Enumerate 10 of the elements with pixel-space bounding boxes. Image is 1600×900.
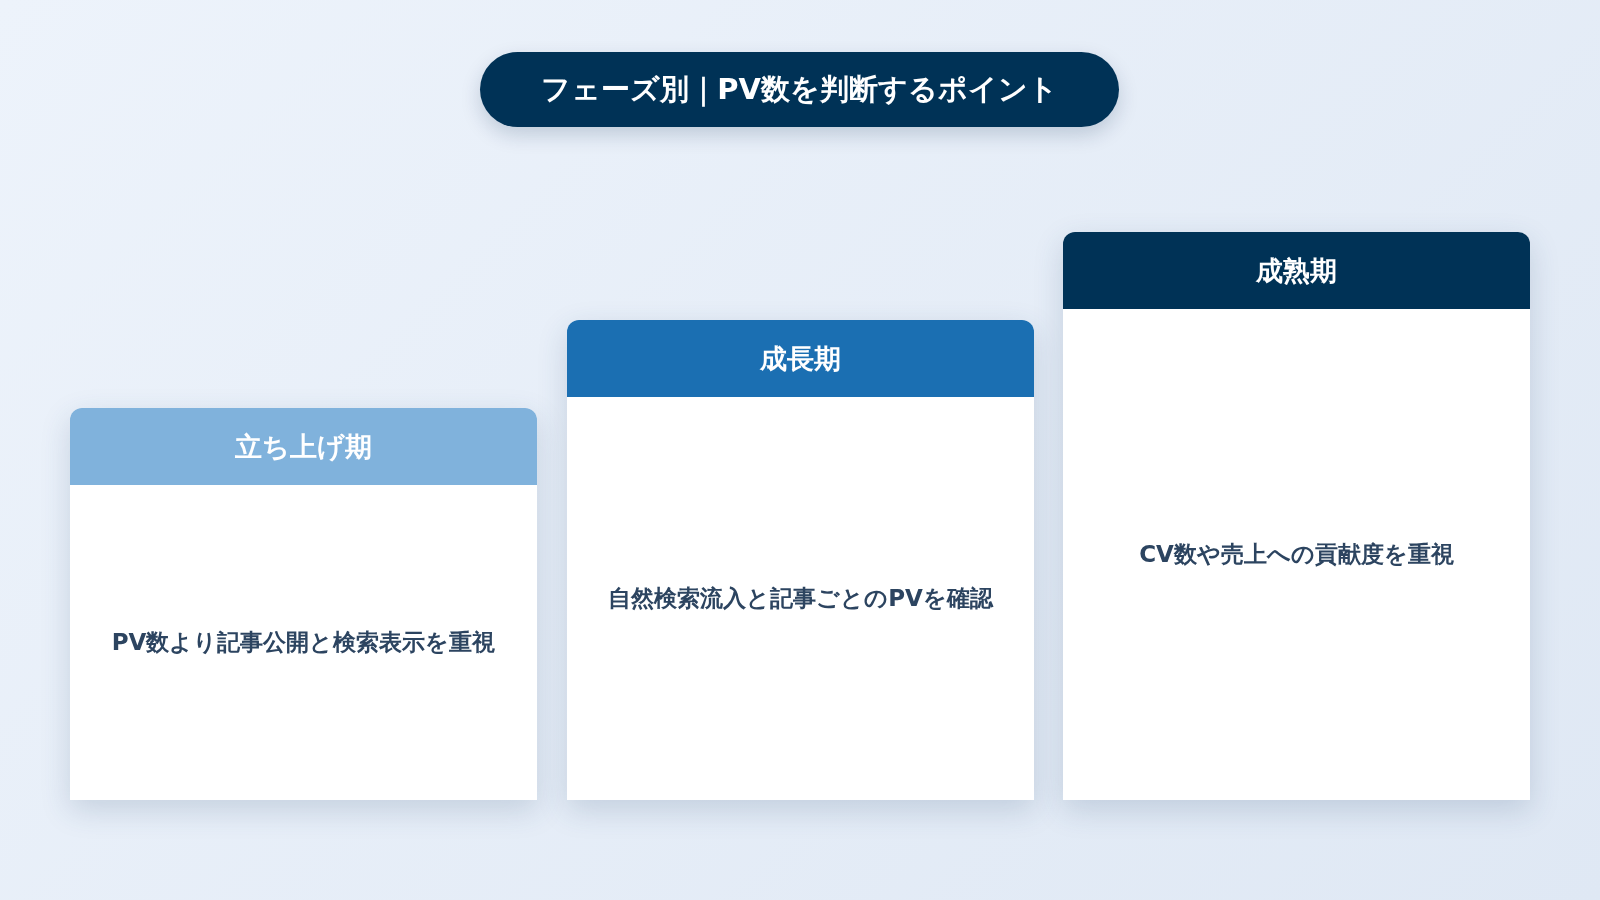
phase-card: [1063, 232, 1530, 800]
card-header: 成熟期: [1063, 232, 1530, 309]
title-pill: フェーズ別｜PV数を判断するポイント: [480, 52, 1119, 127]
card-description: CV数や売上への貢献度を重視: [1138, 540, 1455, 569]
phase-card: [567, 320, 1034, 800]
card-header: 成長期: [567, 320, 1034, 397]
phase-card: [70, 408, 537, 800]
card-description: 自然検索流入と記事ごとのPVを確認: [607, 584, 995, 613]
card-description: PV数より記事公開と検索表示を重視: [110, 628, 497, 657]
card-header: 立ち上げ期: [70, 408, 537, 485]
